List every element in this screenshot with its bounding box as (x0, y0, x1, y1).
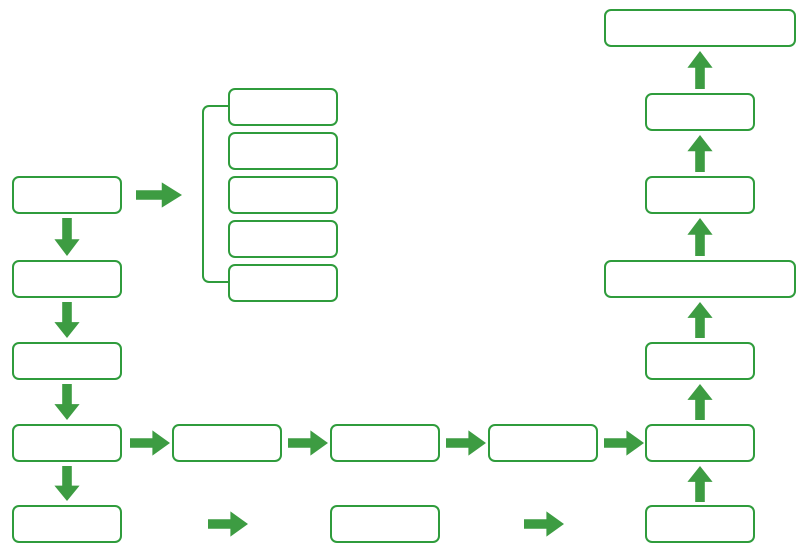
arrow-right-icon (524, 509, 564, 539)
arrow-up-icon (685, 135, 715, 172)
node-oem-processing[interactable] (228, 88, 338, 126)
arrow-down-icon (52, 302, 82, 338)
arrow-up-icon (685, 302, 715, 338)
node-packaging-warehouse[interactable] (645, 505, 755, 543)
arrow-right-icon (446, 428, 486, 458)
arrow-up-icon (685, 218, 715, 256)
node-quality-control[interactable] (645, 342, 755, 380)
arrow-right-icon (208, 509, 248, 539)
arrow-right-icon (130, 428, 170, 458)
node-contract-signing[interactable] (488, 424, 598, 462)
arrow-right-icon (288, 428, 328, 458)
node-packaging-inspection[interactable] (604, 260, 796, 298)
node-sampling[interactable] (12, 424, 122, 462)
node-after-sales[interactable] (645, 93, 755, 131)
node-sample-confirm[interactable] (330, 424, 440, 462)
node-organize-production[interactable] (645, 424, 755, 462)
arrow-right-icon (136, 180, 182, 210)
node-customer-review[interactable] (12, 342, 122, 380)
arrow-down-icon (52, 384, 82, 420)
node-customer-requirement[interactable] (12, 176, 122, 214)
node-sample-processing[interactable] (228, 132, 338, 170)
node-feedback-update[interactable] (604, 9, 796, 47)
node-delivery[interactable] (645, 176, 755, 214)
node-design-custom[interactable] (330, 505, 440, 543)
arrow-right-icon (604, 428, 644, 458)
node-new-product-dev[interactable] (228, 220, 338, 258)
branch-bracket-connector (202, 105, 230, 283)
arrow-up-icon (685, 51, 715, 89)
node-customer-trial[interactable] (172, 424, 282, 462)
node-old-product-remake[interactable] (228, 264, 338, 302)
node-plan-setting[interactable] (12, 260, 122, 298)
arrow-up-icon (685, 384, 715, 420)
node-packaging-custom[interactable] (12, 505, 122, 543)
arrow-down-icon (52, 218, 82, 256)
arrow-up-icon (685, 466, 715, 502)
arrow-down-icon (52, 466, 82, 501)
node-material-processing[interactable] (228, 176, 338, 214)
